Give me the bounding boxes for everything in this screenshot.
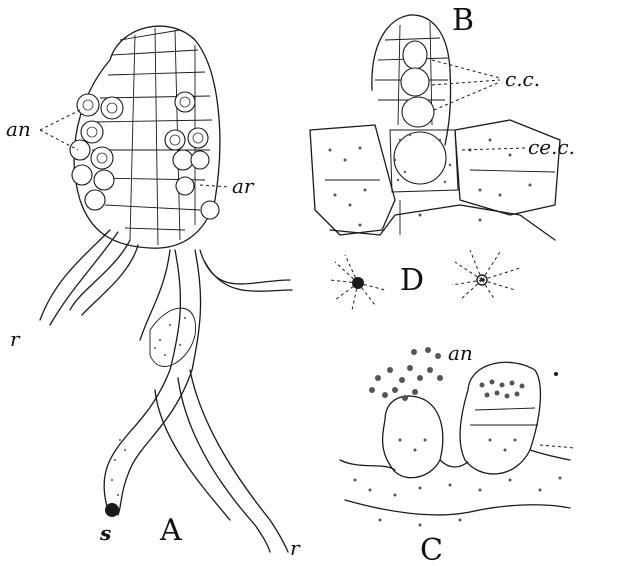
label-r-right: r — [290, 536, 301, 560]
label-r-left: r — [10, 327, 21, 351]
label-c: C — [420, 533, 443, 566]
dot-marker — [554, 372, 558, 376]
label-b: B — [452, 3, 474, 38]
label-an-a: an — [6, 117, 31, 141]
label-cc: c.c. — [505, 67, 540, 91]
label-a: A — [159, 513, 182, 548]
leader-ar — [200, 185, 230, 187]
label-an-c: an — [448, 341, 473, 365]
figure-c-spores — [354, 347, 562, 527]
label-ar: ar — [232, 174, 255, 198]
leader-cc — [432, 60, 500, 110]
label-s: s — [99, 521, 111, 545]
label-d: D — [400, 263, 424, 298]
figure-a-structure — [40, 26, 292, 552]
figure-b-structure — [310, 15, 560, 240]
label-cec: ce.c. — [528, 135, 575, 159]
figure-d-structure — [330, 250, 520, 310]
figure-c-structure — [340, 362, 575, 515]
